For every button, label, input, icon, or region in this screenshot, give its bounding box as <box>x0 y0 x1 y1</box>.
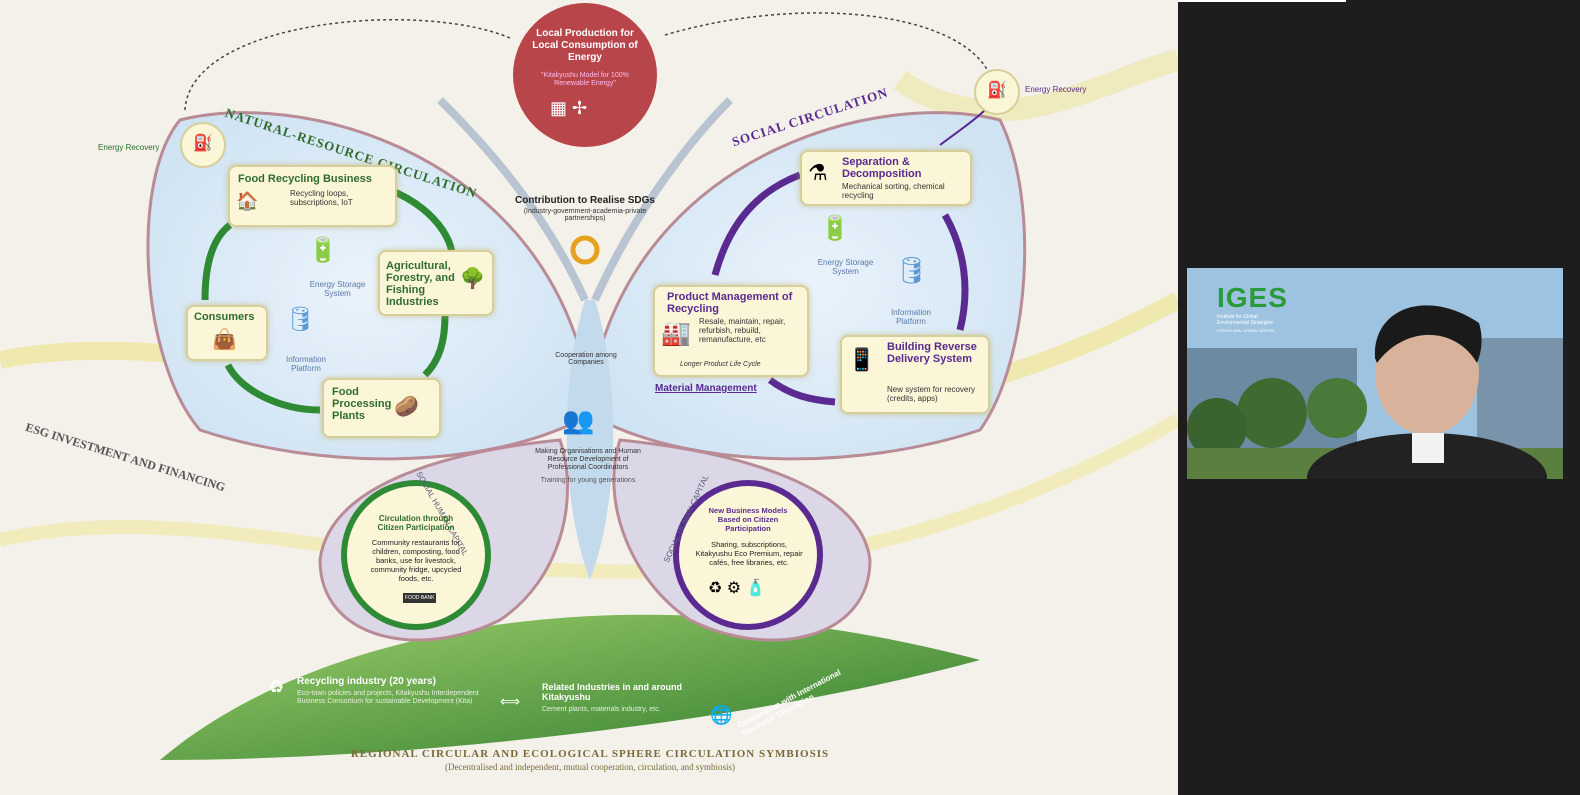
related-industries-title: Related Industries in and around Kitakyu… <box>542 682 683 702</box>
consumers-box: Consumers 👜 <box>186 305 268 361</box>
bag-icon: 👜 <box>212 329 237 351</box>
food-bank-badge: FOOD BANK <box>403 593 437 603</box>
barn-icon: 🏠 <box>236 191 259 211</box>
iges-logo: IGES <box>1217 282 1288 313</box>
solar-panel-icon: ▦ ✢ <box>550 98 588 118</box>
flask-icon: ⚗ <box>808 160 828 185</box>
citizen-circle <box>341 480 491 630</box>
separation-title: Separation & Decomposition <box>842 156 922 180</box>
phone-icon: 📱 <box>848 347 876 372</box>
product-mgmt-title: Product Management of Recycling <box>667 291 793 315</box>
sharing-icons: ♻ ⚙ 🧴 <box>708 580 766 597</box>
reverse-delivery-title: Building Reverse Delivery System <box>887 341 977 365</box>
slide-background <box>0 3 1178 760</box>
food-processing-title: Food Processing Plants <box>332 386 392 422</box>
energy-sun <box>513 3 657 147</box>
related-industries-text: Cement plants, materials industry, etc. <box>542 706 661 713</box>
iges-sub1: Institute for Global <box>1217 314 1258 320</box>
center-subtitle: "Kitakyushu Model for 100% Renewable Ene… <box>541 72 629 87</box>
presentation-slide: Local Production for Local Consumption o… <box>0 0 1178 795</box>
product-mgmt-box: Product Management of Recycling 🏭 Resale… <box>653 285 809 377</box>
fuel-tank-icon-left: ⛽ <box>193 135 213 152</box>
leaf-shape <box>160 614 980 760</box>
energy-recovery-left: Energy Recovery <box>98 143 160 152</box>
globe-icon: 🌐 <box>710 705 733 725</box>
separation-text: Mechanical sorting, chemical recycling <box>842 182 945 200</box>
recycle-icon: ♻ <box>268 677 285 697</box>
food-processing-box: Food Processing Plants 🥔 <box>322 378 441 438</box>
potato-icon: 🥔 <box>394 396 419 418</box>
business-circle <box>673 480 823 630</box>
cooperation-label: Cooperation among Companies <box>555 352 617 366</box>
tree-icon: 🌳 <box>460 268 485 290</box>
panel-top-border <box>1178 0 1346 2</box>
energy-recovery-right: Energy Recovery <box>1025 85 1087 94</box>
reverse-delivery-box: 📱 Building Reverse Delivery System New s… <box>840 335 990 414</box>
speaker-video[interactable]: IGES Institute for Global Environmental … <box>1187 268 1563 479</box>
iges-sub2: Environmental Strategies <box>1217 320 1273 326</box>
consumers-title: Consumers <box>194 311 255 323</box>
iges-sub3: KITAKYUSHU URBAN CENTRE <box>1217 328 1275 333</box>
sdgs-title: Contribution to Realise SDGs <box>514 195 655 206</box>
making-orgs-label: Making Organisations and Human Resource … <box>535 448 641 471</box>
video-scene <box>1187 268 1563 479</box>
agri-title: Agricultural, Forestry, and Fishing Indu… <box>386 260 455 308</box>
business-models-text: Sharing, subscriptions, Kitakyushu Eco P… <box>695 540 803 567</box>
food-recycling-text: Recycling loops, subscriptions, IoT <box>290 189 353 207</box>
bottom-subtitle: (Decentralised and independent, mutual c… <box>445 762 735 772</box>
material-mgmt-label: Material Management <box>655 383 757 394</box>
recycling-industry-title: Recycling industry (20 years) <box>297 676 436 687</box>
sdgs-text: (Industry-government-academia-private pa… <box>523 208 647 222</box>
food-recycling-title: Food Recycling Business <box>238 173 372 185</box>
battery-icon-left: 🔋 <box>308 237 338 264</box>
product-mgmt-note: Longer Product Life Cycle <box>680 361 761 368</box>
database-icon-left: 🛢 <box>285 306 316 333</box>
reverse-delivery-text: New system for recovery (credits, apps) <box>887 385 976 403</box>
food-recycling-box: Food Recycling Business Recycling loops,… <box>228 165 397 227</box>
training-label: Training for young generations <box>540 477 636 484</box>
info-platform-right: Information Platform <box>890 308 932 326</box>
energy-storage-right: Energy Storage System <box>817 258 874 276</box>
product-mgmt-text: Resale, maintain, repair, refurbish, reb… <box>699 317 786 344</box>
people-meeting-icon: 👥 <box>562 405 595 435</box>
database-icon-right: 🛢 <box>895 255 929 285</box>
energy-storage-left: Energy Storage System <box>309 280 366 298</box>
bottom-title: REGIONAL CIRCULAR AND ECOLOGICAL SPHERE … <box>350 748 830 760</box>
citizen-title: Circulation through Citizen Participatio… <box>377 514 455 532</box>
separation-box: ⚗ Separation & Decomposition Mechanical … <box>800 150 972 206</box>
recycling-industry-text: Eco-town policies and projects, Kitakyus… <box>297 690 479 705</box>
agri-box: Agricultural, Forestry, and Fishing Indu… <box>378 250 494 316</box>
factory-icon: 🏭 <box>661 320 691 347</box>
fuel-tank-icon-right: ⛽ <box>987 82 1007 99</box>
info-platform-left: Information Platform <box>285 355 327 373</box>
battery-icon-right: 🔋 <box>820 215 850 242</box>
butterfly-body <box>566 300 614 580</box>
center-title: Local Production for Local Consumption o… <box>532 28 638 63</box>
business-models-title: New Business Models Based on Citizen Par… <box>708 506 788 533</box>
double-arrow-icon: ⟺ <box>500 693 521 709</box>
citizen-text: Community restaurants for children, comp… <box>370 538 462 583</box>
